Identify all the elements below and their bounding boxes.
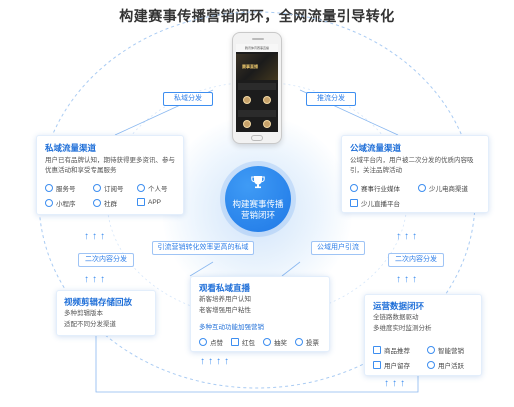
feature-subscription: 订阅号 [93, 183, 124, 193]
feature-mini-program: 小程序 [45, 198, 76, 208]
app-icon [137, 198, 145, 206]
pill-secondary-left: 二次内容分发 [78, 253, 134, 267]
card-title: 运营数据闭环 [373, 301, 425, 311]
feature-lottery: 抽奖 [263, 337, 287, 347]
avatar [243, 96, 251, 104]
pill-push-share: 推流分发 [306, 92, 356, 106]
card-line: 多维度实时监测分析 [373, 325, 432, 332]
pill-secondary-right: 二次内容分发 [388, 253, 444, 267]
product-icon [373, 346, 381, 354]
card-title: 私域流量渠道 [45, 143, 97, 153]
phone-header: 腾讯体育赛事直播 [236, 44, 278, 52]
feature-sports-media: 赛事行业媒体 [350, 183, 400, 193]
private-live-card: 观看私域直播 新客培养用户认知 老客增强用户粘性 多种互动功能加强营销 点赞 红… [190, 276, 330, 352]
card-highlight: 多种互动功能加强营销 [199, 324, 264, 331]
avatar [263, 120, 271, 128]
phone-speaker [252, 38, 264, 40]
user-active-icon [427, 361, 435, 369]
feature-community: 社群 [93, 198, 117, 208]
feature-redpacket: 红包 [231, 337, 255, 347]
page-title: 构建赛事传播营销闭环，全网流量引导转化 [119, 8, 395, 24]
feature-vote: 投票 [295, 337, 319, 347]
up-arrows-ops: ↑↑↑ [384, 378, 408, 389]
phone-screen: 腾讯体育赛事直播 赛事直播 [236, 44, 278, 132]
up-arrows-bottom: ↑↑↑↑ [200, 356, 232, 367]
center-line2: 营销闭环 [240, 210, 275, 220]
up-arrows-right-2: ↑↑↑ [396, 274, 420, 285]
avatar [263, 96, 271, 104]
pill-public-guide: 公域用户引流 [311, 241, 365, 255]
public-traffic-card: 公域流量渠道 公域平台内，用户被二次分发的优质内容吸引，关注品牌活动 赛事行业媒… [341, 135, 489, 213]
media-icon [350, 184, 358, 192]
service-account-icon [45, 184, 53, 192]
subscription-icon [93, 184, 101, 192]
gift-icon [263, 338, 271, 346]
pill-guide-private: 引流营销转化效率更高的私域 [152, 241, 254, 255]
retention-icon [373, 361, 381, 369]
up-arrows-left-2: ↑↑↑ [84, 274, 108, 285]
video-storage-card: 视频剪辑存储回放 多种剪辑版本 适配不同分发渠道 [56, 290, 156, 336]
feature-like: 点赞 [199, 337, 223, 347]
card-line: 多种剪辑版本 [64, 310, 103, 317]
private-traffic-card: 私域流量渠道 用户已有品牌认知，期待获得更多资讯、参与优惠活动和享受专属服务 服… [36, 135, 184, 215]
card-title: 观看私域直播 [199, 283, 251, 293]
card-title: 视频剪辑存储回放 [64, 297, 133, 307]
card-desc: 用户已有品牌认知，期待获得更多资讯、参与优惠活动和享受专属服务 [45, 157, 175, 174]
mini-program-icon [45, 199, 53, 207]
community-icon [93, 199, 101, 207]
up-arrows-right: ↑↑↑ [396, 231, 420, 242]
feature-retention: 用户留存 [373, 360, 410, 370]
card-line: 适配不同分发渠道 [64, 321, 116, 328]
feature-personal: 个人号 [137, 183, 168, 193]
ecommerce-icon [418, 184, 426, 192]
ops-data-card: 运营数据闭环 全链路数据驱动 多维度实时监测分析 商品推荐 智能营销 用户留存 … [364, 294, 482, 376]
feature-active: 用户活跃 [427, 360, 464, 370]
feature-app: APP [137, 198, 161, 206]
card-desc: 公域平台内，用户被二次分发的优质内容吸引，关注品牌活动 [350, 157, 474, 174]
up-arrows-left: ↑↑↑ [84, 231, 108, 242]
live-platform-icon [350, 199, 358, 207]
feature-kids-live: 少儿直播平台 [350, 198, 400, 208]
card-line: 老客增强用户粘性 [199, 307, 251, 314]
card-title: 公域流量渠道 [350, 143, 402, 153]
pill-private-share: 私域分发 [163, 92, 213, 106]
live-video: 赛事直播 [236, 54, 278, 80]
video-text: 赛事直播 [242, 64, 258, 69]
trophy-icon [251, 176, 265, 189]
red-packet-icon [231, 338, 239, 346]
phone-row [238, 83, 276, 90]
feature-smart-marketing: 智能营销 [427, 345, 464, 355]
phone-row [238, 110, 276, 117]
feature-recommend: 商品推荐 [373, 345, 410, 355]
avatar [243, 120, 251, 128]
center-loop-badge: 构建赛事传播 营销闭环 [225, 166, 291, 232]
feature-service-account: 服务号 [45, 183, 76, 193]
person-icon [137, 184, 145, 192]
home-button [251, 135, 263, 141]
card-line: 全链路数据驱动 [373, 314, 419, 321]
thumbs-up-icon [199, 338, 207, 346]
vote-icon [295, 338, 303, 346]
center-line1: 构建赛事传播 [232, 199, 284, 209]
marketing-icon [427, 346, 435, 354]
feature-kids-ecommerce: 少儿电商渠道 [418, 183, 468, 193]
phone-mockup: 腾讯体育赛事直播 赛事直播 [232, 32, 282, 144]
card-line: 新客培养用户认知 [199, 296, 251, 303]
